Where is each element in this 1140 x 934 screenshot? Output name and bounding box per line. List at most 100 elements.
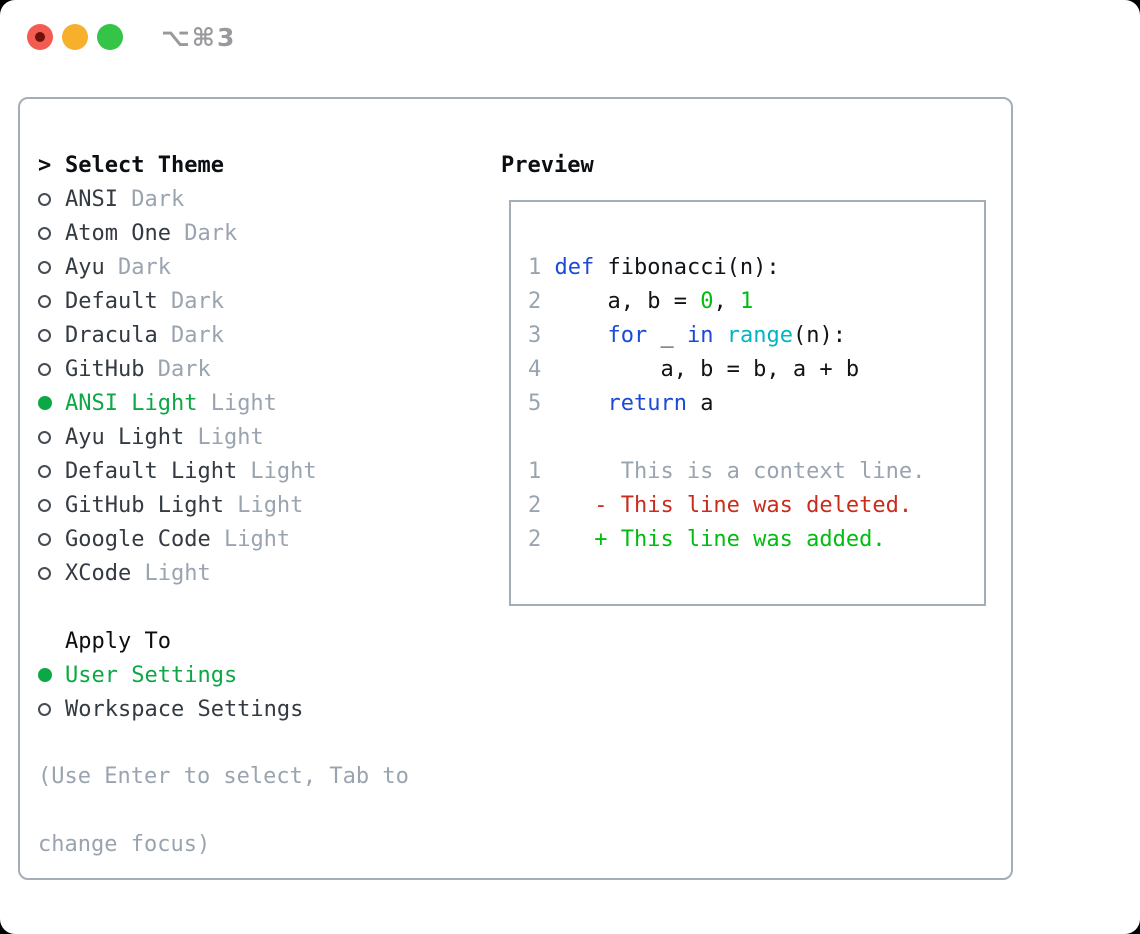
code-line: 5 return a <box>528 386 984 420</box>
theme-option-default-dark[interactable]: Default Dark <box>38 284 317 318</box>
option-variant-label: Light <box>197 390 277 416</box>
token-keyword: in <box>686 322 714 348</box>
code-line: 3 for _ in range(n): <box>528 318 984 352</box>
option-variant-label: Light <box>210 526 291 552</box>
diff-line: 2 + This line was added. <box>528 522 984 556</box>
radio-icon <box>38 294 65 308</box>
token-plain: _ <box>647 322 687 348</box>
radio-selected-icon <box>38 668 65 682</box>
blank-line <box>528 420 984 454</box>
zoom-button[interactable] <box>97 24 123 50</box>
code-preview: 1 def fibonacci(n): 2 a, b = 0, 1 3 for _ i… <box>528 250 984 420</box>
option-variant-label: Light <box>237 458 317 484</box>
theme-dialog-panel <box>18 97 1013 880</box>
radio-selected-icon <box>38 396 65 410</box>
radio-icon <box>38 226 65 240</box>
radio-icon <box>38 362 65 376</box>
option-label: Default Light <box>65 458 238 484</box>
close-button[interactable] <box>27 24 53 50</box>
option-variant-label: Dark <box>170 220 238 246</box>
token-keyword: for <box>607 322 648 348</box>
theme-option-atom-one-dark[interactable]: Atom One Dark <box>38 216 317 250</box>
option-label: Dracula <box>65 322 158 348</box>
diff-line: 2 - This line was deleted. <box>528 488 984 522</box>
token-keyword: def <box>554 254 595 280</box>
line-number: 5 <box>528 390 542 416</box>
theme-option-github-light-light[interactable]: GitHub Light Light <box>38 488 317 522</box>
option-label: GitHub <box>65 356 145 382</box>
apply-to-title: Apply To <box>65 628 171 654</box>
token-plain: (n): <box>792 322 846 348</box>
preview-title: Preview <box>501 152 594 178</box>
token-plain: fibonacci(n): <box>594 254 780 280</box>
minimize-button[interactable] <box>62 24 88 50</box>
option-variant-label: Light <box>184 424 264 450</box>
theme-option-ansi-dark[interactable]: ANSI Dark <box>38 182 317 216</box>
radio-icon <box>38 430 65 444</box>
line-number: 1 <box>528 458 542 484</box>
hint-line-2: change focus) <box>38 832 211 857</box>
option-variant-label: Dark <box>144 356 211 382</box>
token-keyword: return <box>607 390 687 416</box>
option-label: Default <box>65 288 158 314</box>
line-number: 1 <box>528 254 542 280</box>
token-context: This is a context line. <box>554 458 926 484</box>
radio-icon <box>38 702 65 716</box>
theme-option-github-dark[interactable]: GitHub Dark <box>38 352 317 386</box>
theme-option-ansi-light-light[interactable]: ANSI Light Light <box>38 386 317 420</box>
apply-option-workspace-settings[interactable]: Workspace Settings <box>38 692 317 726</box>
theme-option-dracula-dark[interactable]: Dracula Dark <box>38 318 317 352</box>
diff-preview: 1 This is a context line.2 - This line w… <box>528 454 984 556</box>
option-label: GitHub Light <box>65 492 224 518</box>
radio-icon <box>38 464 65 478</box>
option-label: Atom One <box>65 220 171 246</box>
option-variant-label: Dark <box>104 254 171 280</box>
line-number: 2 <box>528 526 542 552</box>
option-label: XCode <box>65 560 132 586</box>
token-plain: a <box>686 390 714 416</box>
theme-option-ayu-light-light[interactable]: Ayu Light Light <box>38 420 317 454</box>
preview-pane: 1 def fibonacci(n): 2 a, b = 0, 1 3 for _ i… <box>509 200 986 606</box>
token-number: 0 <box>700 288 714 314</box>
token-added: + This line was added. <box>554 526 886 552</box>
theme-option-xcode-light[interactable]: XCode Light <box>38 556 317 590</box>
theme-option-default-light-light[interactable]: Default Light Light <box>38 454 317 488</box>
token-plain: , <box>713 288 740 314</box>
radio-icon <box>38 192 65 206</box>
option-label: ANSI Light <box>65 390 198 416</box>
token-deleted: - This line was deleted. <box>554 492 913 518</box>
token-plain <box>554 391 607 416</box>
usage-hint: (Use Enter to select, Tab to change focu… <box>38 760 409 862</box>
select-theme-title: Select Theme <box>65 152 224 178</box>
code-line: 4 a, b = b, a + b <box>528 352 984 386</box>
option-label: ANSI <box>65 186 118 212</box>
token-number: 1 <box>739 288 754 314</box>
radio-icon <box>38 498 65 512</box>
theme-option-google-code-light[interactable]: Google Code Light <box>38 522 317 556</box>
token-plain: a, b = <box>554 288 701 314</box>
diff-line: 1 This is a context line. <box>528 454 984 488</box>
option-label: Ayu <box>65 254 105 280</box>
window-shortcut-label: ⌥⌘3 <box>161 23 237 52</box>
option-label: Google Code <box>65 526 211 552</box>
apply-option-user-settings[interactable]: User Settings <box>38 658 317 692</box>
token-plain <box>554 323 607 348</box>
token-builtin: range <box>726 322 793 348</box>
blank-line <box>38 590 317 624</box>
radio-icon <box>38 328 65 342</box>
focus-caret-icon: > <box>38 152 52 178</box>
option-label: Workspace Settings <box>65 696 304 722</box>
radio-icon <box>38 260 65 274</box>
theme-option-ayu-dark[interactable]: Ayu Dark <box>38 250 317 284</box>
hint-line-1: (Use Enter to select, Tab to <box>38 764 409 789</box>
line-number: 4 <box>528 356 542 382</box>
option-label: Ayu Light <box>65 424 185 450</box>
option-variant-label: Dark <box>117 186 185 212</box>
line-number: 2 <box>528 288 542 314</box>
option-variant-label: Light <box>223 492 304 518</box>
